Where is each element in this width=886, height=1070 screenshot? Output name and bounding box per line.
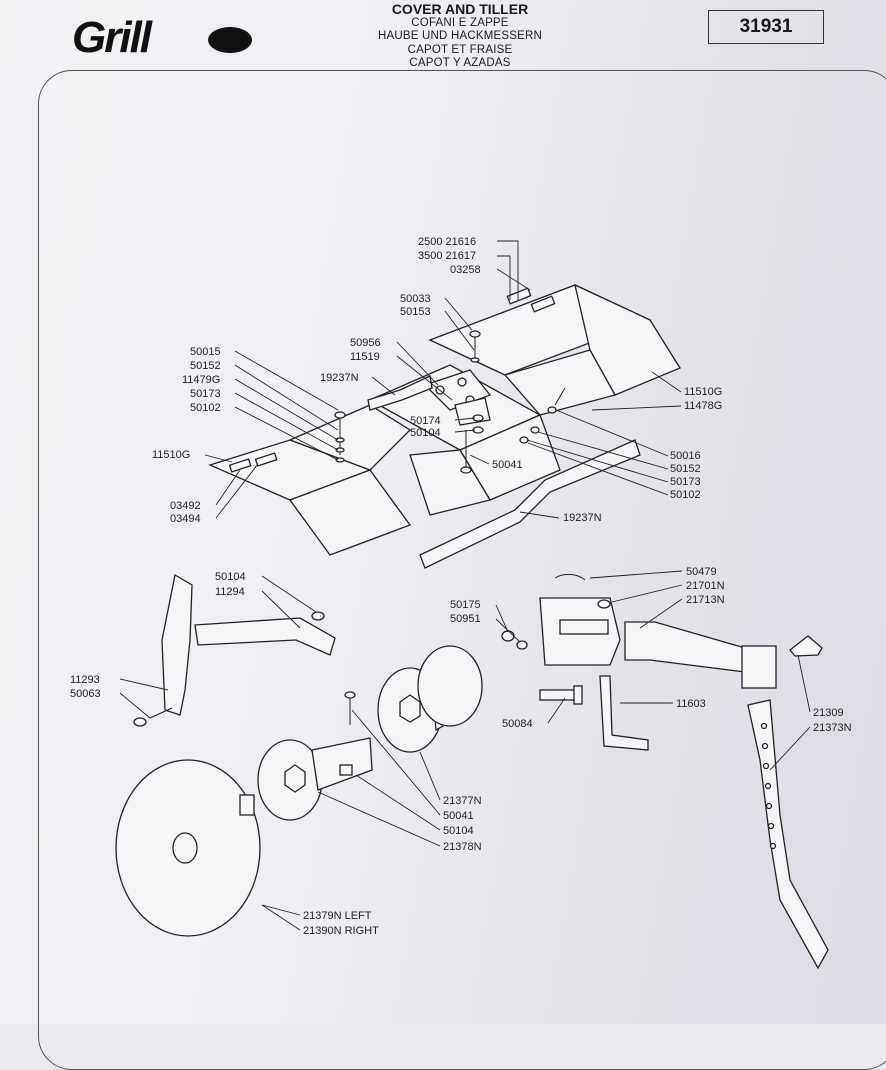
label-50173-a: 50173 <box>190 388 221 400</box>
label-03492: 03492 <box>170 500 201 512</box>
exploded-diagram: 2500 21616 3500 21617 03258 50033 50153 … <box>70 236 852 970</box>
tine-21373n <box>747 699 829 970</box>
label-50102-a: 50102 <box>190 402 221 414</box>
title-block: COVER AND TILLER COFANI E ZAPPE HAUBE UN… <box>330 1 590 71</box>
label-19237n-b: 19237N <box>563 512 602 524</box>
label-50104-c: 50104 <box>443 825 474 837</box>
label-50084: 50084 <box>502 718 533 730</box>
label-50041-a: 50041 <box>492 459 523 471</box>
label-50174: 50174 <box>410 415 441 427</box>
label-21377n: 21377N <box>443 795 482 807</box>
label-50152-b: 50152 <box>670 463 701 475</box>
bracket-11294 <box>194 611 336 656</box>
label-11519: 11519 <box>350 351 380 363</box>
grillo-logo: Grill <box>72 13 252 60</box>
label-50173-b: 50173 <box>670 476 701 488</box>
label-50104-a: 50104 <box>410 427 441 439</box>
pin-11603 <box>599 675 649 751</box>
subtitle-fr: CAPOT ET FRAISE <box>407 43 513 56</box>
clip-21309 <box>789 635 823 657</box>
side-plate-11293 <box>161 573 193 716</box>
tine-arm-21713n <box>624 621 777 689</box>
label-21701n: 21701N <box>686 580 725 592</box>
label-50104-b: 50104 <box>215 571 246 583</box>
left-cover-panel <box>208 404 412 556</box>
label-21373n: 21373N <box>813 722 852 734</box>
label-50951: 50951 <box>450 613 481 625</box>
label-21309: 21309 <box>813 707 844 719</box>
label-11603: 11603 <box>676 698 706 710</box>
label-11510g-right: 11510G <box>684 386 722 398</box>
label-50015: 50015 <box>190 346 221 358</box>
page-title: COVER AND TILLER <box>391 1 529 17</box>
label-11510g-left: 11510G <box>152 449 190 461</box>
label-11293: 11293 <box>70 674 100 686</box>
label-21713n: 21713N <box>686 594 725 606</box>
label-11294: 11294 <box>215 586 245 598</box>
subtitle-it: COFANI E ZAPPE <box>411 16 509 29</box>
label-03494: 03494 <box>170 513 201 525</box>
label-50152-a: 50152 <box>190 360 221 372</box>
label-21617: 3500 21617 <box>418 250 476 262</box>
label-50175: 50175 <box>450 599 481 611</box>
subtitle-de: HAUBE UND HACKMESSERN <box>378 30 542 42</box>
leader-lines <box>119 240 811 931</box>
flange-21378n <box>257 737 373 821</box>
label-50016: 50016 <box>670 450 701 462</box>
label-50041-b: 50041 <box>443 810 474 822</box>
label-21378n: 21378N <box>443 841 482 853</box>
subtitle-es: CAPOT Y AZADAS <box>409 57 511 69</box>
right-cover-panel <box>428 283 681 416</box>
bolt-50084 <box>539 685 583 705</box>
label-11478g: 11478G <box>684 400 722 412</box>
label-21379n-left: 21379N LEFT <box>303 910 372 922</box>
label-50102-b: 50102 <box>670 489 701 501</box>
rail-19237n-top <box>367 375 433 411</box>
label-50479: 50479 <box>686 566 717 578</box>
svg-text:Grill: Grill <box>72 13 153 60</box>
label-50956: 50956 <box>350 337 381 349</box>
label-21616: 2500 21616 <box>418 236 476 248</box>
label-03258: 03258 <box>450 264 481 276</box>
label-50153: 50153 <box>400 306 431 318</box>
label-21390n-right: 21390N RIGHT <box>303 925 379 937</box>
flange-21377n <box>344 645 483 753</box>
tine-bracket-21701n <box>539 573 621 666</box>
label-50063: 50063 <box>70 688 101 700</box>
label-11479g: 11479G <box>182 374 220 386</box>
disc-21379n <box>115 759 261 937</box>
label-50033: 50033 <box>400 293 431 305</box>
label-19237n-a: 19237N <box>320 372 359 384</box>
rail-19237n <box>419 439 641 569</box>
page-code: 31931 <box>708 10 824 44</box>
